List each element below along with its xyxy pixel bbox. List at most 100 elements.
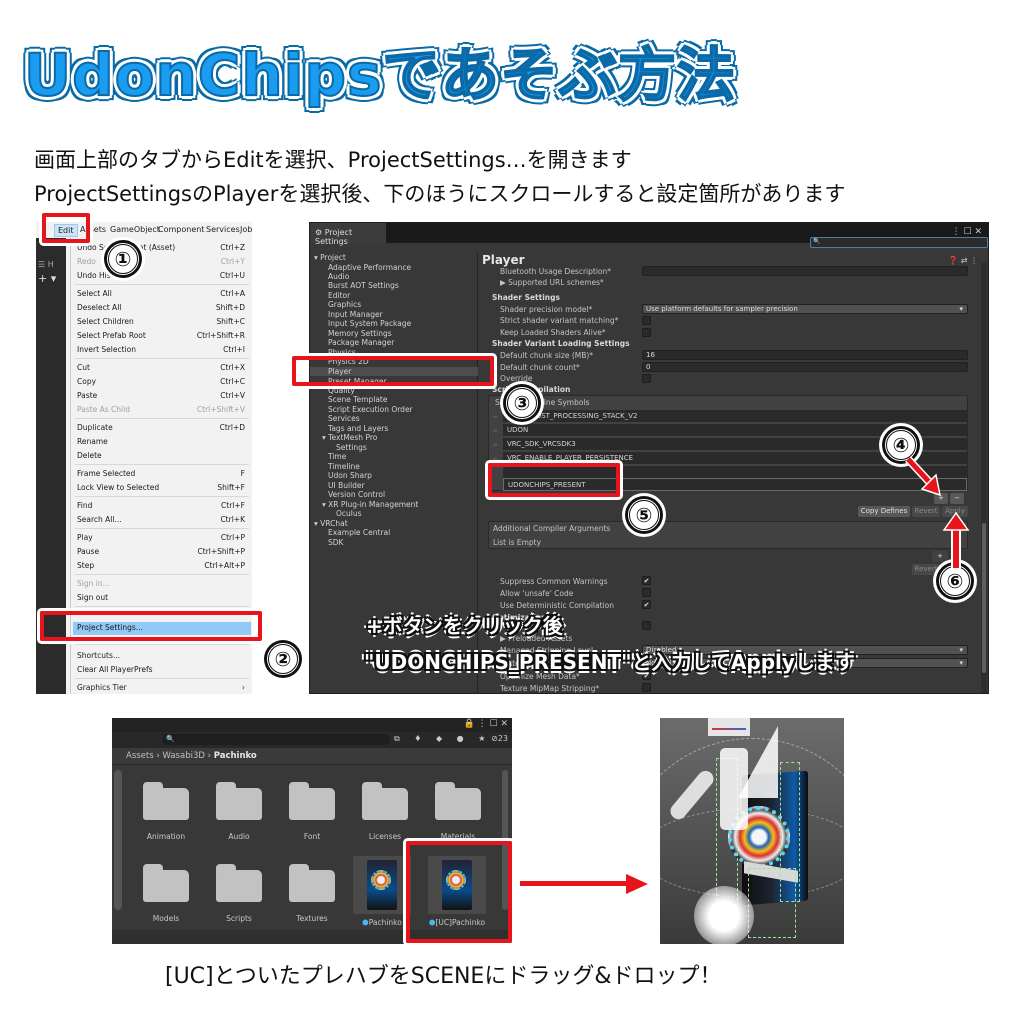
- menu-assets[interactable]: Assets: [80, 225, 107, 234]
- tree-item[interactable]: Package Manager: [328, 338, 395, 347]
- prefab-pachinko[interactable]: ⬢Pachinko: [352, 856, 412, 927]
- menu-item-graphics-tier[interactable]: Graphics Tier›: [77, 683, 245, 692]
- prefab-uc-pachinko[interactable]: ⬢[UC]Pachinko: [424, 856, 490, 927]
- optimization-checkbox[interactable]: [642, 621, 651, 630]
- unsafe-code-checkbox[interactable]: [642, 588, 651, 597]
- tree-item[interactable]: Memory Settings: [328, 329, 392, 338]
- tree-item[interactable]: Time: [328, 452, 347, 461]
- drag-handle-icon[interactable]: ═: [493, 441, 498, 449]
- menu-item-undo[interactable]: Undo Select Caaat (Asset)Ctrl+Z: [77, 243, 245, 252]
- preloaded-assets-foldout[interactable]: ▶ Preloaded Assets: [500, 634, 573, 643]
- override-checkbox[interactable]: [642, 374, 651, 383]
- menu-item-shortcuts[interactable]: Shortcuts...: [77, 651, 121, 660]
- right-scrollbar[interactable]: [502, 770, 508, 910]
- tree-item[interactable]: Udon Sharp: [328, 471, 372, 480]
- tree-item[interactable]: Burst AOT Settings: [328, 281, 399, 290]
- suppress-warnings-checkbox[interactable]: ✔: [642, 576, 651, 585]
- tree-item[interactable]: Oculus: [336, 509, 362, 518]
- drag-handle-icon[interactable]: ═: [493, 455, 498, 463]
- inspector-header-icons[interactable]: ❓ ⇄ ⋮: [948, 256, 978, 265]
- menu-services[interactable]: Services: [206, 225, 240, 234]
- tree-item[interactable]: Physics: [328, 348, 356, 357]
- bluetooth-field[interactable]: [642, 266, 968, 276]
- tree-item[interactable]: Services: [328, 414, 360, 423]
- revert-button[interactable]: Revert: [912, 506, 940, 517]
- apply-button[interactable]: Apply: [942, 506, 968, 517]
- add-symbol-button[interactable]: +: [934, 493, 948, 504]
- tree-item[interactable]: Tags and Layers: [328, 424, 389, 433]
- tree-item[interactable]: Graphics: [328, 300, 362, 309]
- menu-edit[interactable]: Edit: [54, 224, 78, 237]
- define-symbol-item[interactable]: UDON: [503, 424, 967, 436]
- define-symbol-item[interactable]: UNITY_POST_PROCESSING_STACK_V2: [503, 410, 967, 422]
- tree-item[interactable]: Physics 2D: [328, 357, 369, 366]
- folder-font[interactable]: Font: [282, 782, 342, 841]
- vertex-compression-dropdown[interactable]: Normal▾: [642, 658, 968, 668]
- hierarchy-tab[interactable]: ☰ H: [38, 260, 54, 269]
- add-argument-button[interactable]: +: [932, 551, 948, 562]
- project-search-input[interactable]: 🔍: [162, 734, 390, 745]
- folder-models[interactable]: Models: [136, 864, 196, 923]
- tree-item-player[interactable]: Player: [310, 367, 478, 376]
- tree-item[interactable]: Example Central: [328, 528, 391, 537]
- window-controls[interactable]: ⋮ ☐ ✕: [951, 227, 982, 237]
- texture-mip-checkbox[interactable]: [642, 683, 651, 692]
- drag-handle-icon[interactable]: ═: [493, 427, 498, 435]
- tree-item[interactable]: Quality: [328, 386, 355, 395]
- hidden-packages-count[interactable]: ⊘23: [491, 734, 508, 743]
- remove-symbol-button[interactable]: −: [950, 493, 964, 504]
- folder-materials[interactable]: Materials: [428, 782, 488, 841]
- tree-item[interactable]: Preset Manager: [328, 377, 387, 386]
- revert-button-2[interactable]: Revert: [912, 564, 940, 575]
- tree-item-project[interactable]: ▾ Project: [314, 253, 346, 262]
- menu-item-rename[interactable]: Rename: [77, 437, 108, 446]
- drag-handle-icon[interactable]: ═: [493, 413, 498, 421]
- keep-loaded-checkbox[interactable]: [642, 328, 651, 337]
- breadcrumb-wasabi3d[interactable]: Wasabi3D: [162, 751, 205, 761]
- tree-item[interactable]: Script Execution Order: [328, 405, 413, 414]
- tree-item[interactable]: Input Manager: [328, 310, 383, 319]
- strict-variant-checkbox[interactable]: [642, 316, 651, 325]
- menu-item-clear-playerprefs[interactable]: Clear All PlayerPrefs: [77, 665, 153, 674]
- tree-item[interactable]: Timeline: [328, 462, 360, 471]
- scene-view[interactable]: [660, 718, 844, 944]
- settings-search-input[interactable]: 🔍: [810, 237, 988, 248]
- tree-item-xr[interactable]: ▾ XR Plug-in Management: [322, 500, 419, 509]
- folder-textures[interactable]: Textures: [282, 864, 342, 923]
- tree-item-textmesh[interactable]: ▾ TextMesh Pro: [322, 433, 378, 442]
- menu-item-project-settings[interactable]: Project Settings...: [73, 622, 251, 635]
- folder-scripts[interactable]: Scripts: [209, 864, 269, 923]
- tree-item[interactable]: Audio: [328, 272, 350, 281]
- managed-stripping-dropdown[interactable]: Disabled▾: [642, 645, 968, 655]
- menu-component[interactable]: Component: [158, 225, 205, 234]
- folder-animation[interactable]: Animation: [136, 782, 196, 841]
- breadcrumb-assets[interactable]: Assets: [126, 751, 154, 761]
- left-scrollbar[interactable]: [114, 770, 122, 910]
- menu-gameobject[interactable]: GameObject: [110, 225, 160, 234]
- chunk-size-field[interactable]: 16: [642, 350, 968, 360]
- folder-licenses[interactable]: Licenses: [355, 782, 415, 841]
- project-toolbar-icons[interactable]: ⧉ ♦ ◆ ● ★: [394, 734, 492, 743]
- breadcrumb-pachinko[interactable]: Pachinko: [213, 751, 257, 761]
- chunk-count-field[interactable]: 0: [642, 362, 968, 372]
- tree-item[interactable]: Input System Package: [328, 319, 412, 328]
- menu-item-sign-in[interactable]: Sign in...: [77, 579, 110, 588]
- tree-item[interactable]: Version Control: [328, 490, 386, 499]
- tree-item[interactable]: Editor: [328, 291, 351, 300]
